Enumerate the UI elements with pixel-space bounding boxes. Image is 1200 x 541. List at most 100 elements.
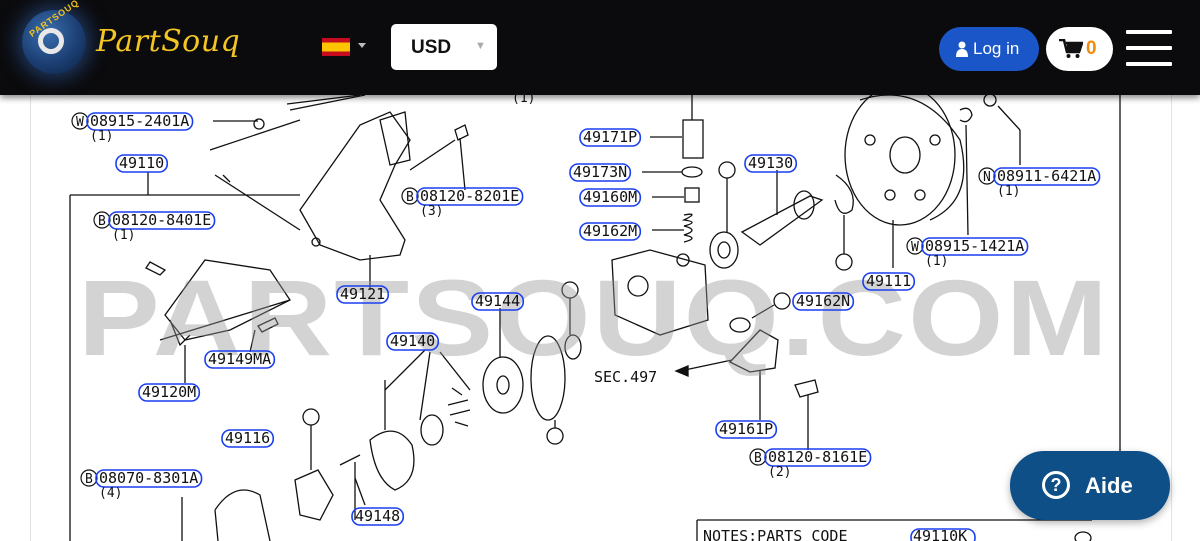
logo-text: PartSouq <box>96 24 241 59</box>
part-prefix-circle <box>71 112 89 130</box>
part-quantity: (1) <box>997 184 1020 199</box>
part-highlight <box>108 211 216 230</box>
part-highlight <box>921 237 1029 256</box>
part-quantity: (1) <box>112 228 135 243</box>
part-callout-49144[interactable]: 49144 <box>471 292 525 311</box>
logo-emblem: PARTSOUQ <box>22 0 86 74</box>
part-prefix: B <box>85 472 93 487</box>
part-highlight <box>204 350 276 369</box>
part-callout-08120-8401e[interactable]: B 08120-8401E(1) <box>93 211 216 243</box>
part-highlight <box>744 154 798 173</box>
currency-value: USD <box>411 37 452 58</box>
part-prefix-circle <box>906 237 924 255</box>
language-flag-spain[interactable] <box>322 38 350 56</box>
part-callout-08120-8201e[interactable]: B 08120-8201E(3) <box>401 187 524 219</box>
cart-count: 0 <box>1086 38 1097 59</box>
part-callout-08120-8161e[interactable]: B 08120-8161E(2) <box>749 448 872 480</box>
part-highlight <box>569 163 632 182</box>
part-number: 49130 <box>748 154 793 172</box>
part-number: 49161P <box>719 420 773 438</box>
part-callout-49149ma[interactable]: 49149MA <box>204 350 276 369</box>
part-highlight <box>715 420 778 439</box>
part-callout-49160m[interactable]: 49160M <box>579 188 642 207</box>
part-callout-49148[interactable]: 49148 <box>351 507 405 526</box>
part-highlight <box>138 383 201 402</box>
part-quantity: (3) <box>420 204 443 219</box>
part-number: 49140 <box>390 332 435 350</box>
part-highlight <box>386 332 440 351</box>
user-icon <box>956 41 968 57</box>
part-number: 08120-8161E <box>768 448 867 466</box>
part-callout-49173n[interactable]: 49173N <box>569 163 632 182</box>
part-number: 49148 <box>355 507 400 525</box>
part-highlight <box>86 112 194 131</box>
part-callout-08911-6421a[interactable]: N 08911-6421A(1) <box>978 167 1101 199</box>
part-highlight <box>95 469 203 488</box>
diagram-frame <box>30 95 1172 541</box>
part-quantity: (4) <box>99 486 122 501</box>
part-number: 08915-1421A <box>925 237 1024 255</box>
part-highlight <box>764 448 872 467</box>
part-highlight <box>862 272 916 291</box>
login-button[interactable]: Log in <box>939 27 1039 71</box>
part-callout-49116[interactable]: 49116 <box>221 429 275 448</box>
part-prefix-circle <box>93 211 111 229</box>
currency-dropdown-icon: ▼ <box>475 40 486 52</box>
hamburger-menu-icon[interactable] <box>1126 30 1172 66</box>
part-highlight <box>221 429 275 448</box>
part-prefix-circle <box>80 469 98 487</box>
part-callout-49121[interactable]: 49121 <box>336 285 390 304</box>
part-number: 49149MA <box>208 350 271 368</box>
section-reference: SEC.497 <box>594 368 657 386</box>
svg-text:NOTES:PARTS CODE: NOTES:PARTS CODE <box>703 527 848 541</box>
part-prefix-circle <box>978 167 996 185</box>
part-number: 49160M <box>583 188 637 206</box>
part-callout-49171p[interactable]: 49171P <box>579 128 642 147</box>
part-callout-49162n[interactable]: 49162N <box>792 292 855 311</box>
part-number: 08120-8201E <box>420 187 519 205</box>
part-callout-49130[interactable]: 49130 <box>744 154 798 173</box>
part-number: 49173N <box>573 163 627 181</box>
help-button[interactable]: ? Aide <box>1010 451 1170 520</box>
part-quantity: (2) <box>768 465 791 480</box>
cart-icon <box>1059 39 1083 58</box>
part-highlight <box>115 154 169 173</box>
part-number: 08911-6421A <box>997 167 1096 185</box>
part-prefix: B <box>406 190 414 205</box>
part-prefix: B <box>98 214 106 229</box>
part-highlight <box>471 292 525 311</box>
part-prefix: B <box>754 451 762 466</box>
part-callout-08070-8301a[interactable]: B 08070-8301A(4) <box>80 469 203 501</box>
part-prefix-circle <box>749 448 767 466</box>
part-quantity: (1) <box>90 129 113 144</box>
part-number: 49144 <box>475 292 520 310</box>
language-dropdown-caret-icon[interactable] <box>358 43 366 48</box>
part-callout-49161p[interactable]: 49161P <box>715 420 778 439</box>
part-callout-49140[interactable]: 49140 <box>386 332 440 351</box>
part-number: 49171P <box>583 128 637 146</box>
part-highlight <box>792 292 855 311</box>
part-number: 08070-8301A <box>99 469 198 487</box>
part-callout-49120m[interactable]: 49120M <box>138 383 201 402</box>
part-number: 49116 <box>225 429 270 447</box>
top-navbar: PARTSOUQ PartSouq USD ▼ Log in 0 <box>0 0 1200 95</box>
part-prefix-circle <box>401 187 419 205</box>
part-prefix: N <box>983 170 991 185</box>
part-callout-49162m[interactable]: 49162M <box>579 222 642 241</box>
part-quantity: (1) <box>925 254 948 269</box>
part-highlight <box>351 507 405 526</box>
login-label: Log in <box>973 39 1020 58</box>
part-highlight <box>579 188 642 207</box>
part-number: 08120-8401E <box>112 211 211 229</box>
part-callout-49110[interactable]: 49110 <box>115 154 169 173</box>
site-logo[interactable]: PARTSOUQ PartSouq <box>22 0 252 86</box>
notes-box: NOTES:PARTS CODE 49110K <box>703 527 976 541</box>
part-prefix: W <box>911 240 919 255</box>
currency-select[interactable]: USD ▼ <box>391 24 497 70</box>
part-highlight <box>993 167 1101 186</box>
part-callout-08915-1421a[interactable]: W 08915-1421A(1) <box>906 237 1029 269</box>
part-callout-49111[interactable]: 49111 <box>862 272 916 291</box>
cart-button[interactable]: 0 <box>1046 27 1113 71</box>
